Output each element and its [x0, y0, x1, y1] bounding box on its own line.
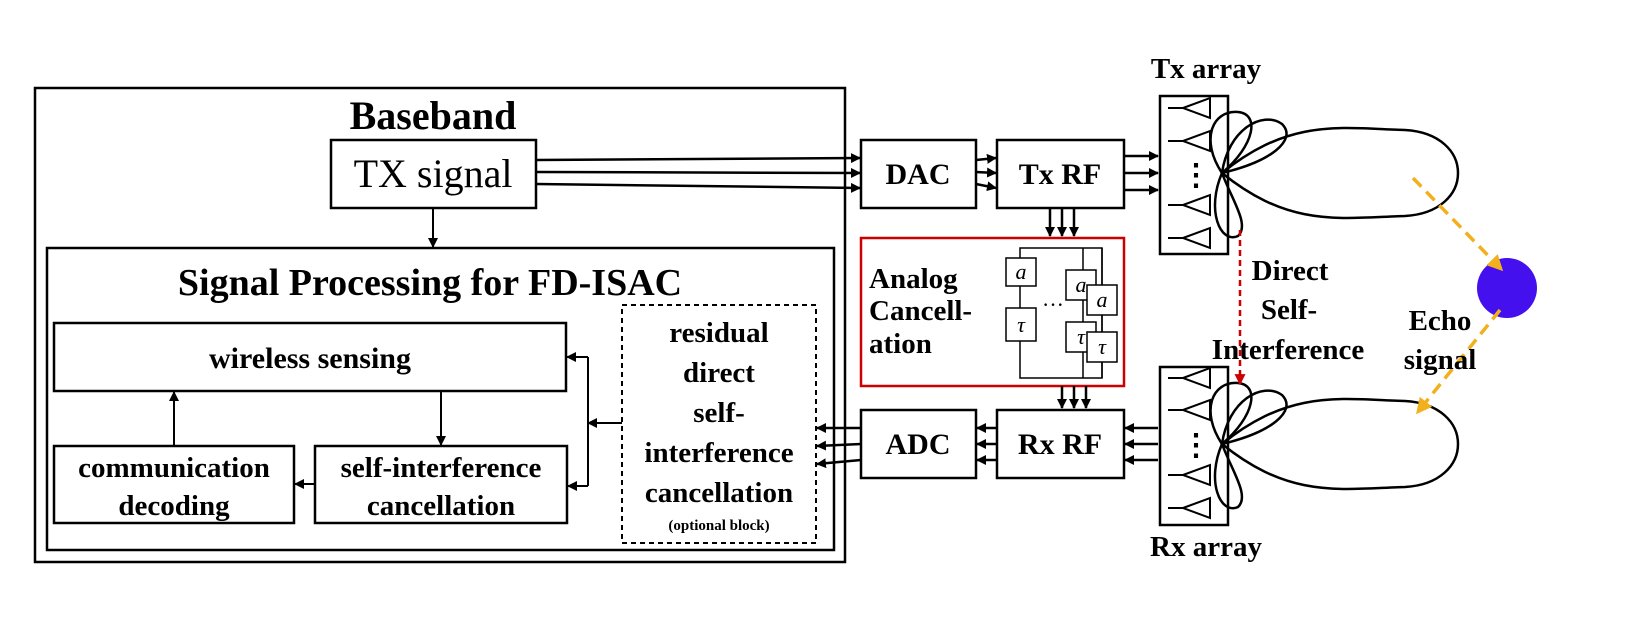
- gain-symbol-1: a: [1016, 259, 1027, 284]
- communication-decoding-line-2: decoding: [118, 490, 230, 522]
- residual-line-1: residual: [669, 317, 768, 349]
- delay-box-1: [1005, 307, 1037, 342]
- delay-box-3: [1086, 331, 1118, 363]
- tx-bus-arrow-3: [535, 182, 861, 193]
- wireless-sensing-label: wireless sensing: [209, 342, 411, 375]
- signal-processing-box: [45, 246, 836, 552]
- tx-array-box: [1158, 94, 1230, 256]
- residual-line-3: self-: [693, 397, 745, 429]
- gain-symbol-3: a: [1097, 287, 1108, 312]
- analog-label-line-1: Analog: [869, 263, 958, 295]
- echo-signal-line-1: Echo: [1409, 305, 1472, 337]
- delay-symbol-3: τ: [1098, 334, 1107, 359]
- sensing-target: [1477, 258, 1537, 318]
- communication-decoding-line-1: communication: [78, 452, 270, 484]
- echo-incident-arrow: [1411, 176, 1504, 272]
- dac-to-txrf-arrow-2: [975, 167, 997, 178]
- sic-line-1: self-interference: [341, 452, 542, 484]
- residual-line-5: cancellation: [645, 477, 793, 509]
- analog-label-line-2: Cancell-: [869, 295, 972, 327]
- delay-symbol-2: τ: [1077, 324, 1086, 349]
- tx-bus-arrow-2: [535, 167, 861, 178]
- sic-line-2: cancellation: [367, 490, 515, 522]
- adc-to-baseband-arrow-2: [816, 440, 862, 451]
- rx-antenna-stubs: [1168, 377, 1183, 509]
- echo-signal-line-2: signal: [1404, 344, 1477, 376]
- tx-beam-pattern: [1209, 110, 1460, 239]
- gain-box-1: [1005, 257, 1037, 287]
- direct-si-line-3: Interference: [1212, 334, 1365, 366]
- tx-array-dots: ⋮: [1181, 159, 1211, 192]
- dac-box: [859, 138, 978, 210]
- dac-label: DAC: [886, 158, 951, 191]
- direct-si-line-2: Self-: [1261, 294, 1317, 326]
- adc-label: ADC: [886, 428, 951, 461]
- rx-rf-label: Rx RF: [1018, 428, 1102, 461]
- residual-line-4: interference: [644, 437, 793, 469]
- gain-box-3: [1086, 284, 1118, 316]
- rx-array-label: Rx array: [1150, 531, 1262, 563]
- rx-array-box: [1158, 365, 1230, 527]
- rx-beam-pattern: [1209, 381, 1460, 510]
- baseband-outer-box: [33, 86, 847, 564]
- optional-block-note: (optional block): [668, 518, 769, 534]
- tx-rf-label: Tx RF: [1019, 158, 1102, 191]
- delay-symbol-1: τ: [1017, 312, 1026, 337]
- tx-bus-arrow-1: [535, 153, 861, 164]
- dac-to-txrf-arrow-1: [975, 153, 997, 164]
- gain-symbol-2: a: [1076, 272, 1087, 297]
- dac-to-txrf-arrow-3: [975, 181, 997, 192]
- rx-array-dots: ⋮: [1181, 429, 1211, 462]
- tx-antenna-elements: [1180, 96, 1211, 250]
- tx-signal-label: TX signal: [354, 151, 513, 196]
- rx-antenna-elements: [1180, 366, 1211, 520]
- analog-ellipsis: ···: [1042, 292, 1064, 317]
- baseband-title: Baseband: [350, 93, 517, 138]
- tx-antenna-stubs: [1168, 107, 1183, 239]
- adc-to-baseband-arrow-3: [816, 458, 862, 469]
- signal-processing-title: Signal Processing for FD-ISAC: [178, 262, 682, 304]
- tx-array-label: Tx array: [1151, 53, 1262, 85]
- direct-si-line-1: Direct: [1252, 255, 1329, 287]
- analog-cancellation-box: [859, 236, 1126, 388]
- echo-return-arrow: [1415, 308, 1502, 415]
- analog-label-line-3: ation: [869, 328, 932, 360]
- residual-line-2: direct: [683, 357, 755, 389]
